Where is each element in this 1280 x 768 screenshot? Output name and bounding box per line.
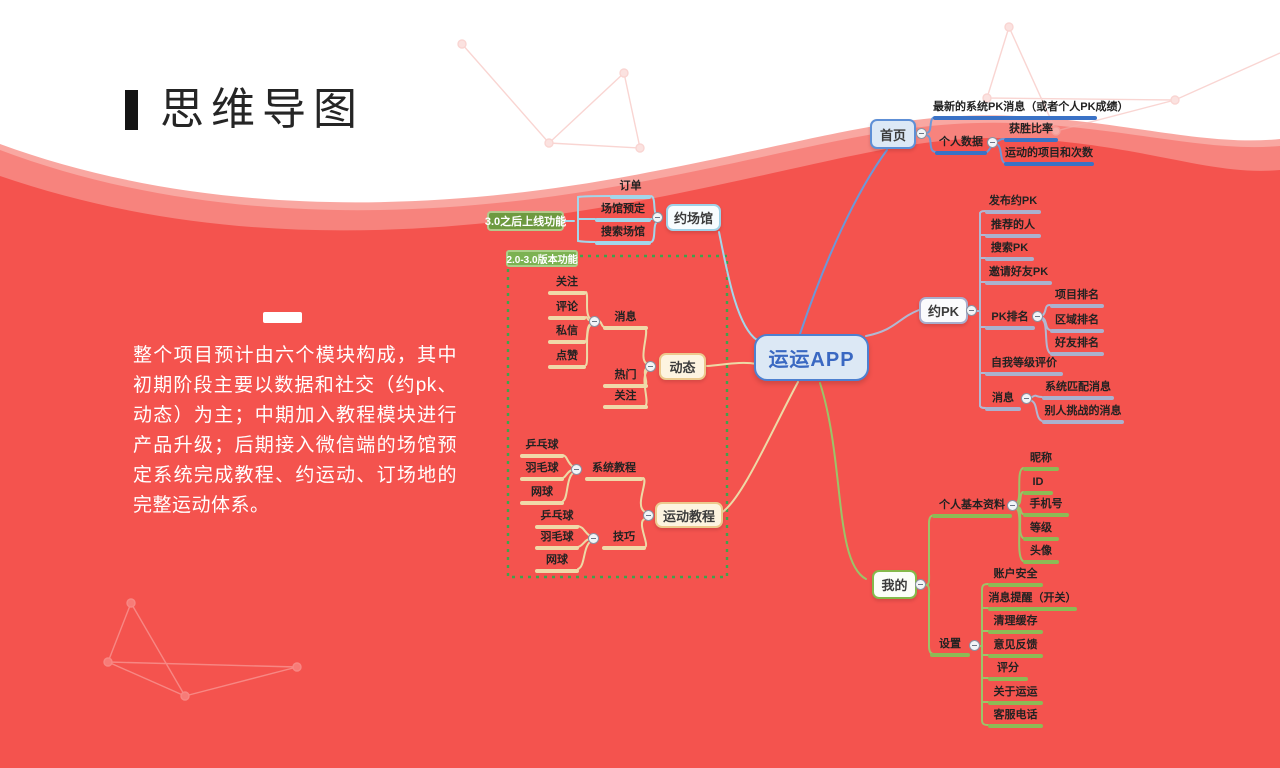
- collapse-icon-venue: [652, 212, 663, 223]
- topic-pk-challenge: 别人挑战的消息: [1042, 405, 1124, 424]
- topic-id: ID: [1023, 476, 1053, 495]
- collapse-icon-tutorial: [643, 510, 654, 521]
- intro-paragraph: 整个项目预计由六个模块构成，其中初期阶段主要以数据和社交（约pk、动态）为主；中…: [133, 345, 457, 516]
- node-home: 首页: [870, 119, 916, 149]
- topic-home-news: 最新的系统PK消息（或者个人PK成绩）: [933, 101, 1129, 120]
- topic-feed-hot: 热门: [603, 369, 648, 388]
- topic-account-security: 账户安全: [988, 568, 1043, 587]
- topic-win-rate: 获胜比率: [1004, 123, 1058, 142]
- topic-sys-pingpong: 乒乓球: [520, 439, 564, 458]
- topic-venue-reserve: 场馆预定: [595, 203, 651, 222]
- collapse-icon-settings: [969, 640, 980, 651]
- topic-pk-rank: PK排名: [985, 311, 1035, 330]
- topic-rank-region: 区域排名: [1050, 314, 1104, 333]
- topic-about: 关于运运: [988, 686, 1043, 705]
- topic-skill-badminton: 羽毛球: [535, 531, 579, 550]
- page-title: 思维导图: [160, 85, 364, 134]
- topic-rank-friend: 好友排名: [1050, 337, 1104, 356]
- topic-pk-search: 搜索PK: [985, 242, 1034, 261]
- node-mine: 我的: [872, 570, 917, 599]
- collapse-icon-mine: [915, 579, 926, 590]
- topic-msg-private: 私信: [548, 325, 586, 344]
- topic-clear-cache: 清理缓存: [988, 615, 1043, 634]
- intro-dash: [263, 312, 302, 323]
- topic-level: 等级: [1023, 522, 1059, 541]
- topic-profile: 个人基本资料: [932, 499, 1012, 518]
- collapse-icon-feed-message: [589, 316, 600, 327]
- title-accent-bar: [125, 90, 138, 130]
- topic-sys-tennis: 网球: [520, 486, 564, 505]
- node-tutorial: 运动教程: [655, 502, 723, 528]
- node-feed: 动态: [659, 353, 706, 380]
- topic-rank-project: 项目排名: [1050, 289, 1104, 308]
- collapse-icon-pk: [966, 305, 977, 316]
- topic-pk-system-match: 系统匹配消息: [1042, 381, 1114, 400]
- topic-system-tutorial: 系统教程: [585, 462, 643, 481]
- collapse-icon-personal-data: [987, 137, 998, 148]
- topic-pk-recommend: 推荐的人: [985, 219, 1041, 238]
- tag-version-2-3: 2.0-3.0版本功能: [506, 250, 578, 267]
- collapse-icon-profile: [1007, 500, 1018, 511]
- topic-pk-self-rating: 自我等级评价: [985, 357, 1063, 376]
- topic-pk-message: 消息: [985, 392, 1021, 411]
- topic-feedback: 意见反馈: [988, 639, 1043, 658]
- topic-skill-tennis: 网球: [535, 554, 579, 573]
- topic-items-count: 运动的项目和次数: [1004, 147, 1094, 166]
- tag-after-3-0: 3.0之后上线功能: [485, 211, 566, 231]
- topic-feed-message: 消息: [603, 311, 648, 330]
- topic-skill-pingpong: 乒乓球: [535, 510, 579, 529]
- topic-hotline: 客服电话: [988, 709, 1043, 728]
- collapse-icon-home: [916, 128, 927, 139]
- collapse-icon-feed: [645, 361, 656, 372]
- topic-msg-comment: 评论: [548, 301, 586, 320]
- constellation-bottom-left: [103, 598, 302, 701]
- collapse-icon-system-tutorial: [571, 464, 582, 475]
- title-block: 思维导图: [125, 88, 364, 132]
- topic-msg-follow: 关注: [548, 276, 586, 295]
- topic-rating: 评分: [988, 662, 1028, 681]
- topic-notify-switch: 消息提醒（开关）: [988, 592, 1077, 611]
- topic-pk-publish: 发布约PK: [985, 195, 1041, 214]
- topic-pk-invite: 邀请好友PK: [985, 266, 1052, 285]
- collapse-icon-pk-rank: [1032, 311, 1043, 322]
- constellation-top-left: [457, 39, 645, 153]
- topic-sys-badminton: 羽毛球: [520, 462, 564, 481]
- topic-nickname: 昵称: [1023, 452, 1059, 471]
- node-central-app: 运运APP: [754, 334, 869, 381]
- topic-venue-search: 搜索场馆: [595, 226, 651, 245]
- node-pk: 约PK: [919, 297, 968, 324]
- topic-settings: 设置: [930, 638, 970, 657]
- topic-feed-follow: 关注: [603, 390, 648, 409]
- topic-msg-like: 点赞: [548, 350, 586, 369]
- collapse-icon-pk-message: [1021, 393, 1032, 404]
- topic-skill: 技巧: [602, 531, 646, 550]
- topic-personal-data: 个人数据: [935, 136, 987, 155]
- collapse-icon-skill: [588, 533, 599, 544]
- topic-avatar: 头像: [1023, 545, 1059, 564]
- topic-order: 订单: [610, 180, 651, 199]
- node-venue: 约场馆: [666, 204, 721, 231]
- topic-phone: 手机号: [1023, 498, 1069, 517]
